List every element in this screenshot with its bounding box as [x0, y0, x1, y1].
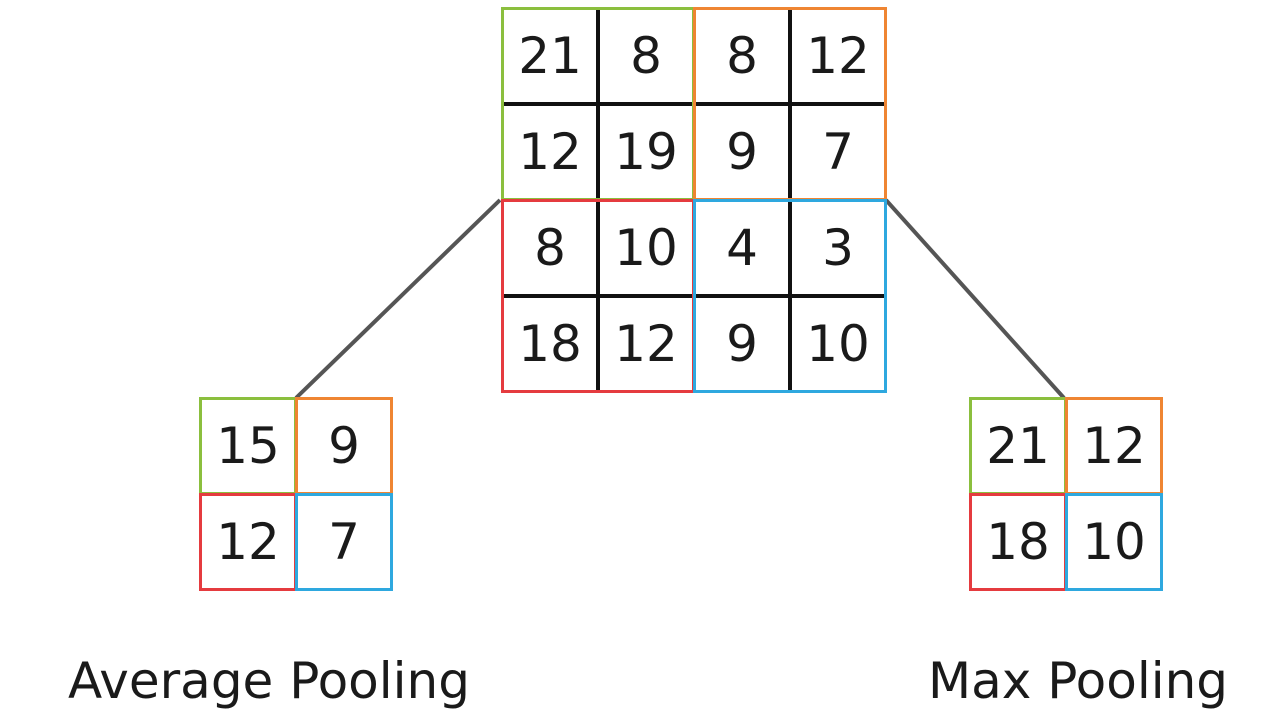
input-cell: 12 — [518, 123, 582, 181]
max-pooling-label: Max Pooling — [928, 652, 1229, 710]
input-cell: 19 — [614, 123, 678, 181]
output-cell-border-top-right — [295, 397, 393, 495]
output-cell-border-top-left — [969, 397, 1067, 495]
max-connector-line — [884, 198, 1066, 400]
output-cell: 15 — [216, 417, 280, 475]
output-cell-border-top-left — [199, 397, 297, 495]
input-cell: 12 — [806, 27, 870, 85]
pooling-window-bottom-right — [693, 199, 887, 393]
input-cell: 3 — [822, 219, 854, 277]
input-cell: 8 — [726, 27, 758, 85]
input-cell: 8 — [534, 219, 566, 277]
input-cell: 4 — [726, 219, 758, 277]
input-cell: 21 — [518, 27, 582, 85]
pooling-window-top-left — [501, 7, 695, 201]
output-cell: 21 — [986, 417, 1050, 475]
input-cell: 8 — [630, 27, 662, 85]
input-cell: 10 — [806, 315, 870, 373]
average-pooling-label: Average Pooling — [68, 652, 470, 710]
pooling-window-top-right — [693, 7, 887, 201]
average-connector-line — [294, 198, 502, 400]
input-cell: 10 — [614, 219, 678, 277]
output-cell-border-bottom-right — [295, 493, 393, 591]
input-cell: 12 — [614, 315, 678, 373]
output-cell-border-bottom-left — [199, 493, 297, 591]
output-cell-border-bottom-left — [969, 493, 1067, 591]
output-cell-border-top-right — [1065, 397, 1163, 495]
input-cell: 9 — [726, 315, 758, 373]
output-cell: 12 — [216, 513, 280, 571]
input-cell: 9 — [726, 123, 758, 181]
pooling-window-bottom-left — [501, 199, 695, 393]
output-cell: 12 — [1082, 417, 1146, 475]
output-cell: 10 — [1082, 513, 1146, 571]
output-cell: 7 — [328, 513, 360, 571]
output-cell: 9 — [328, 417, 360, 475]
output-cell: 18 — [986, 513, 1050, 571]
output-cell-border-bottom-right — [1065, 493, 1163, 591]
input-cell: 7 — [822, 123, 854, 181]
input-cell: 18 — [518, 315, 582, 373]
